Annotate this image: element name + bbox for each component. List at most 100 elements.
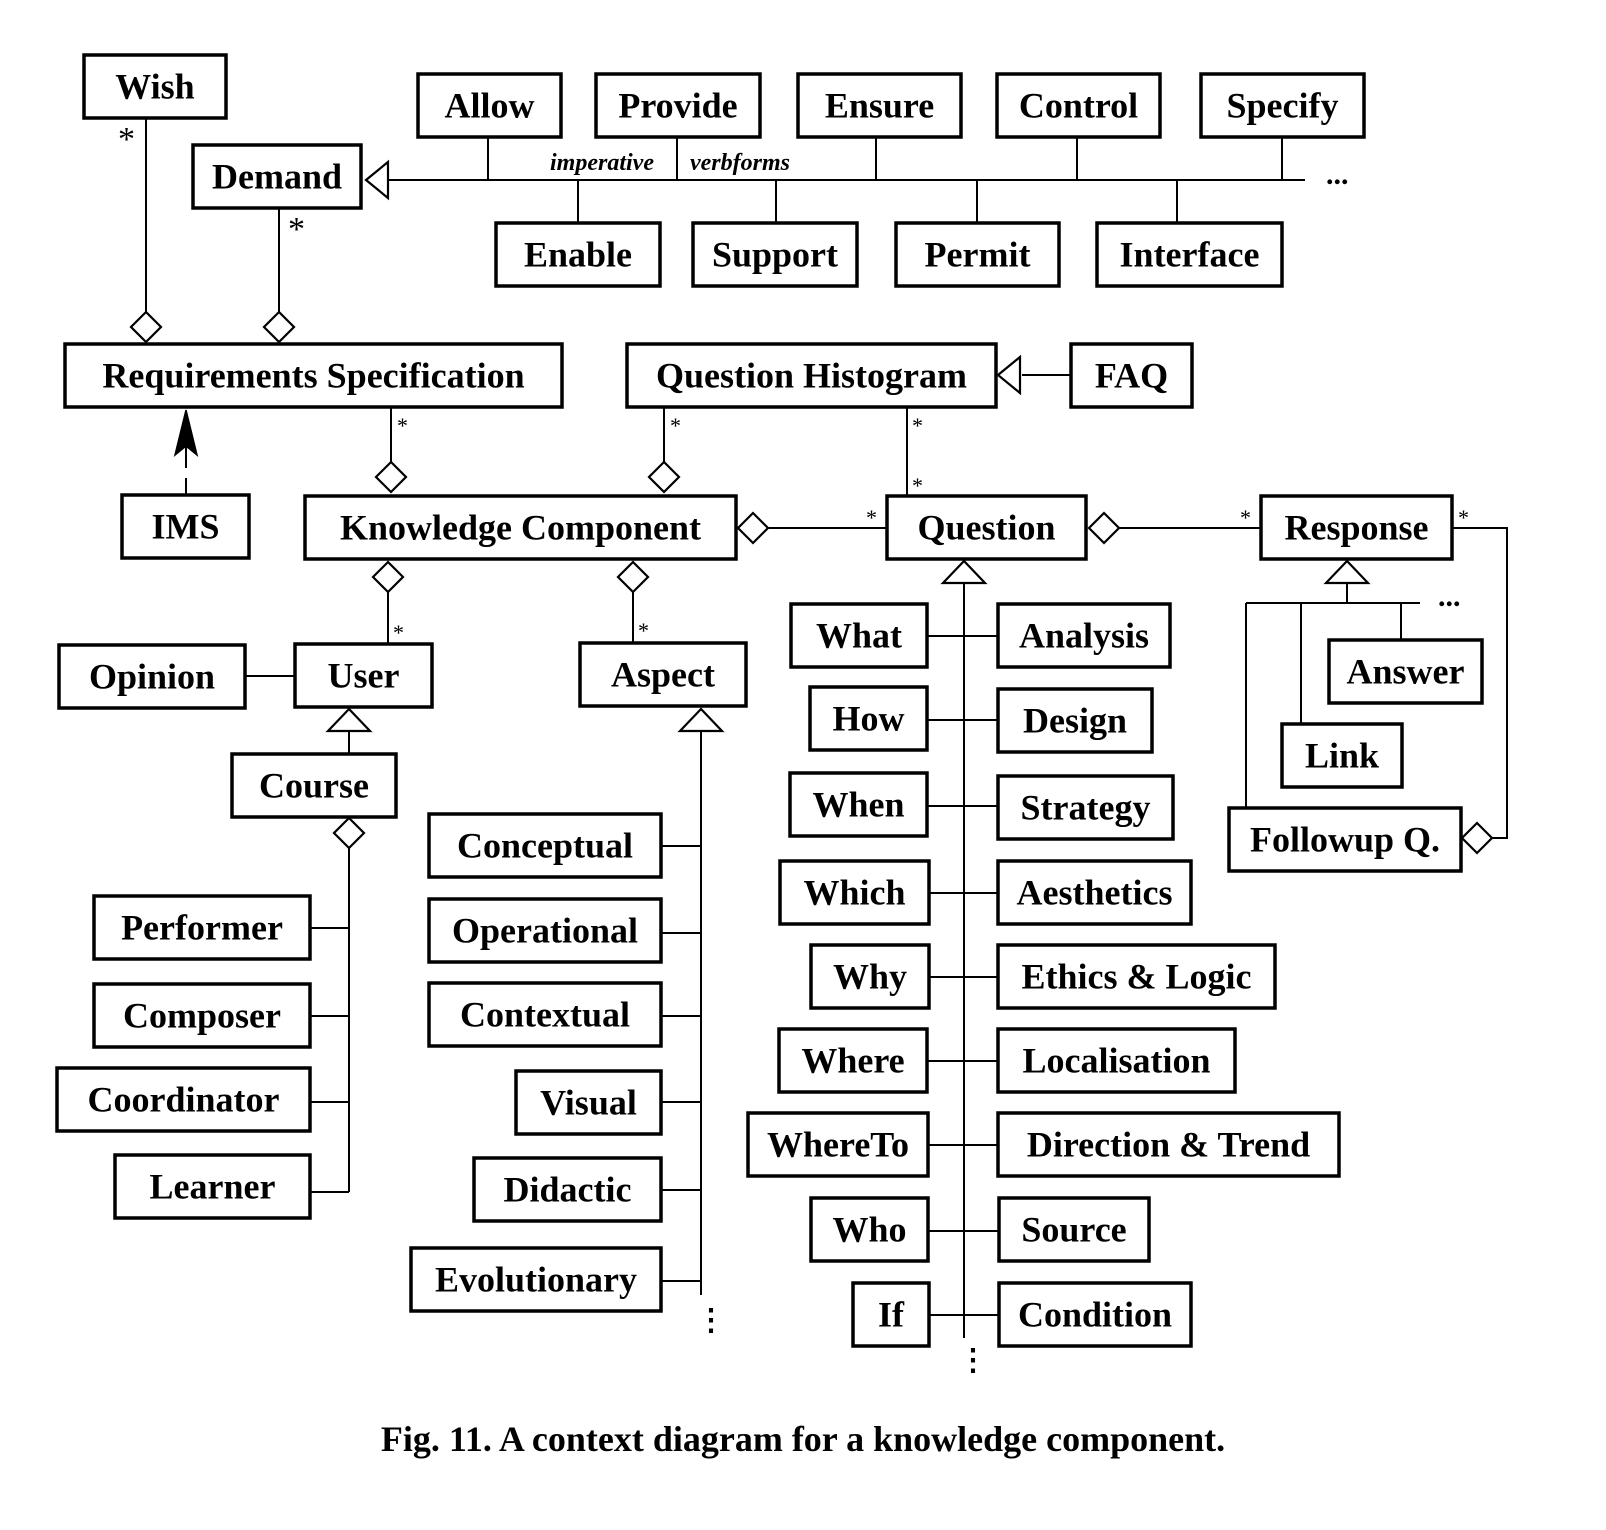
multiplicity-label: *: [670, 413, 681, 438]
node-label: Localisation: [1022, 1041, 1210, 1081]
aggregation-diamond: [736, 511, 770, 545]
generalization-arrow: [1323, 559, 1371, 585]
multiplicity-label: *: [912, 473, 923, 498]
multiplicity-label: *: [393, 620, 404, 645]
node-label: Response: [1284, 508, 1428, 548]
node-user: User: [293, 642, 434, 709]
node-support: Support: [691, 221, 859, 288]
node-label: Course: [259, 766, 369, 806]
node-who: Who: [809, 1196, 930, 1263]
dependency-arrow: [173, 409, 199, 458]
node-ims: IMS: [120, 493, 251, 560]
node-label: What: [816, 616, 902, 656]
node-course: Course: [230, 752, 398, 819]
node-followup-q: Followup Q.: [1227, 806, 1463, 873]
node-conceptual: Conceptual: [427, 812, 663, 879]
node-label: If: [878, 1295, 905, 1335]
node-question: Question: [885, 494, 1088, 561]
ellipsis-label: ...: [1326, 158, 1349, 191]
multiplicity-label: *: [118, 121, 135, 158]
node-where: Where: [777, 1027, 929, 1094]
node-faq: FAQ: [1069, 342, 1194, 409]
multiplicity-label: *: [288, 211, 305, 248]
ellipsis-label: ...: [1438, 580, 1461, 613]
node-label: Learner: [150, 1167, 276, 1207]
node-label: Contextual: [460, 995, 630, 1035]
imperative-label: imperative: [550, 150, 654, 176]
node-wish: Wish: [82, 53, 228, 120]
node-question-histogram: Question Histogram: [625, 342, 998, 409]
multiplicity-label: *: [397, 413, 408, 438]
node-label: Link: [1305, 736, 1379, 776]
node-label: Evolutionary: [435, 1260, 637, 1300]
node-label: Design: [1023, 701, 1127, 741]
node-label: Coordinator: [88, 1080, 280, 1120]
node-label: Ensure: [825, 86, 934, 126]
aggregation-diamond: [1460, 821, 1494, 855]
ellipsis-label: ⋮: [958, 1344, 988, 1377]
node-label: Operational: [452, 911, 638, 951]
node-label: Demand: [212, 157, 342, 197]
node-requirements-specification: Requirements Specification: [63, 342, 564, 409]
node-response: Response: [1259, 494, 1454, 561]
node-label: When: [812, 785, 904, 825]
node-what: What: [789, 602, 929, 669]
node-aspect: Aspect: [578, 641, 748, 708]
node-specify: Specify: [1199, 72, 1366, 139]
node-allow: Allow: [416, 72, 563, 139]
node-control: Control: [995, 72, 1162, 139]
node-interface: Interface: [1095, 221, 1284, 288]
node-analysis: Analysis: [996, 602, 1172, 669]
node-label: Allow: [445, 86, 535, 126]
aggregation-diamond: [129, 310, 163, 344]
node-label: How: [833, 699, 905, 739]
node-label: Answer: [1347, 652, 1465, 692]
aggregation-diamond: [1087, 511, 1121, 545]
generalization-arrow: [940, 559, 988, 585]
multiplicity-label: *: [866, 505, 877, 530]
node-label: Knowledge Component: [340, 508, 701, 548]
generalization-arrow: [325, 707, 373, 733]
node-learner: Learner: [113, 1153, 312, 1220]
node-if: If: [851, 1281, 931, 1348]
node-when: When: [788, 771, 929, 838]
node-label: Didactic: [504, 1170, 632, 1210]
generalization-arrow: [677, 707, 725, 733]
node-answer: Answer: [1327, 638, 1484, 705]
node-label: Followup Q.: [1250, 820, 1440, 860]
node-label: Performer: [121, 908, 283, 948]
node-label: Ethics & Logic: [1022, 957, 1252, 997]
node-enable: Enable: [494, 221, 662, 288]
node-provide: Provide: [594, 72, 762, 139]
multiplicity-label: *: [1240, 505, 1251, 530]
aggregation-diamond: [616, 560, 650, 594]
node-label: Requirements Specification: [102, 356, 524, 396]
node-label: Composer: [123, 996, 281, 1036]
aggregation-diamond: [371, 560, 405, 594]
node-aesthetics: Aesthetics: [996, 859, 1193, 926]
node-demand: Demand: [191, 143, 363, 210]
node-didactic: Didactic: [472, 1156, 663, 1223]
generalization-arrow: [996, 354, 1022, 396]
node-performer: Performer: [92, 894, 312, 961]
node-label: Visual: [540, 1083, 637, 1123]
node-label: Where: [801, 1041, 904, 1081]
node-label: Opinion: [89, 657, 215, 697]
node-operational: Operational: [427, 897, 663, 964]
node-label: Analysis: [1019, 616, 1149, 656]
node-how: How: [808, 685, 929, 752]
figure-caption: Fig. 11. A context diagram for a knowled…: [380, 1419, 1226, 1459]
node-label: Condition: [1018, 1295, 1172, 1335]
node-localisation: Localisation: [996, 1027, 1237, 1094]
node-permit: Permit: [894, 221, 1061, 288]
generalization-arrow: [364, 159, 390, 201]
node-label: Direction & Trend: [1027, 1125, 1310, 1165]
node-label: Enable: [524, 235, 632, 275]
node-ensure: Ensure: [796, 72, 963, 139]
node-opinion: Opinion: [57, 643, 247, 710]
node-label: Question: [917, 508, 1055, 548]
multiplicity-label: *: [912, 413, 923, 438]
node-label: Specify: [1227, 86, 1339, 126]
node-label: Conceptual: [457, 826, 633, 866]
